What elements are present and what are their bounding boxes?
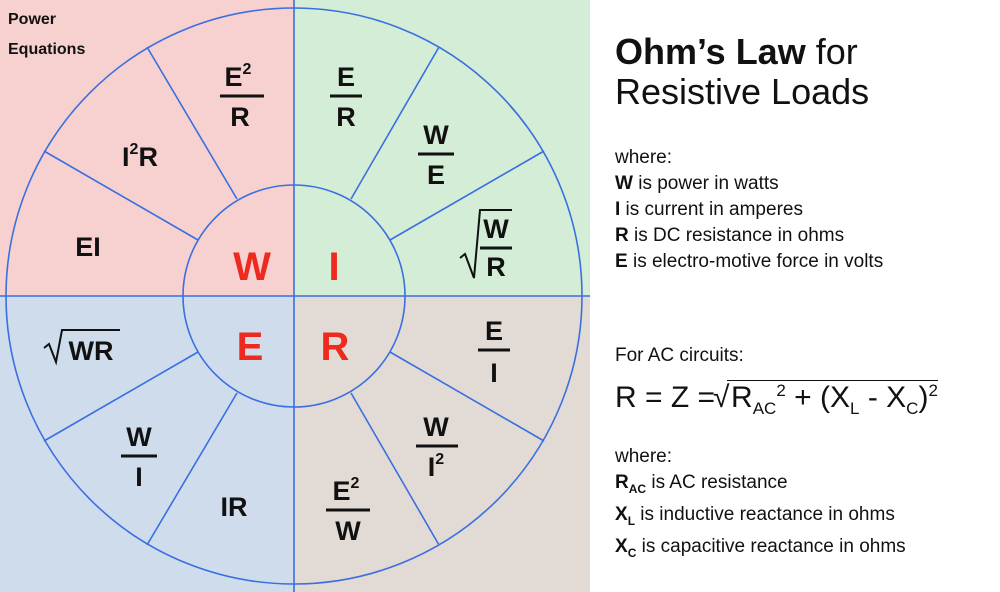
svg-text:I: I xyxy=(135,462,143,492)
svg-text:W: W xyxy=(423,120,449,150)
formula-e-over-i: E I xyxy=(478,316,510,388)
title-line2: Resistive Loads xyxy=(615,71,870,112)
title-bold: Ohm’s Law xyxy=(615,31,806,72)
title-rest: for xyxy=(805,31,858,72)
where-label-2: where: xyxy=(615,446,673,467)
page-title: Ohm’s Law for Resistive Loads xyxy=(615,32,869,112)
where-label: where: xyxy=(615,147,673,168)
spoke-lines xyxy=(43,46,545,546)
impedance-formula: R = Z =√RAC2 + (XL - XC)2 xyxy=(615,380,938,418)
formula-e-over-r: E R xyxy=(330,62,362,132)
formula-w-over-i-squared: W I2 xyxy=(416,412,458,482)
definition-rac: RAC is AC resistance xyxy=(615,472,788,496)
svg-text:E: E xyxy=(427,160,445,190)
svg-text:E2: E2 xyxy=(333,475,360,506)
power-quadrant xyxy=(0,0,294,296)
svg-text:W: W xyxy=(483,214,509,244)
svg-text:R: R xyxy=(486,252,506,282)
definition-xc: XC is capacitive reactance in ohms xyxy=(615,535,906,560)
power-equations-label-line1: Power xyxy=(8,11,56,28)
formula-ei: EI xyxy=(75,232,101,262)
center-letter-w: W xyxy=(233,245,271,289)
svg-text:I2: I2 xyxy=(428,451,445,482)
definition-e: E is electro-motive force in volts xyxy=(615,251,884,272)
svg-text:R: R xyxy=(230,102,250,132)
svg-text:W: W xyxy=(335,516,361,546)
formula-i-squared-r: I2R xyxy=(122,141,158,172)
svg-text:W: W xyxy=(126,422,152,452)
ac-definitions: where: RAC is AC resistance XL is induct… xyxy=(615,444,906,565)
definition-xl: XL is inductive reactance in ohms xyxy=(615,503,895,528)
definition-w: W is power in watts xyxy=(615,173,779,194)
definition-i: I is current in amperes xyxy=(615,199,803,220)
formula-ir: IR xyxy=(221,492,248,522)
center-letter-r: R xyxy=(321,325,350,369)
formula-w-over-i: W I xyxy=(121,422,157,492)
formula-sqrt-w-over-r: W R xyxy=(459,209,512,282)
svg-text:E: E xyxy=(485,316,503,346)
dc-definitions: where: W is power in watts I is current … xyxy=(615,145,883,275)
ohms-law-wheel: Power Equations W I E R E2 R I2R EI E R … xyxy=(0,0,590,592)
svg-text:R: R xyxy=(336,102,356,132)
svg-text:E: E xyxy=(337,62,355,92)
svg-text:I2R: I2R xyxy=(122,141,158,172)
center-letter-i: I xyxy=(328,245,339,289)
svg-text:I: I xyxy=(490,358,498,388)
center-letter-e: E xyxy=(237,325,264,369)
definition-r: R is DC resistance in ohms xyxy=(615,225,845,246)
svg-text:WR: WR xyxy=(69,336,114,366)
formula-w-over-e: W E xyxy=(418,120,454,190)
inner-circle xyxy=(182,184,406,408)
ac-heading: For AC circuits: xyxy=(615,345,744,366)
formula-sqrt-wr: WR xyxy=(43,329,120,366)
formula-e-squared-over-r: E2 R xyxy=(220,61,264,132)
svg-text:E2: E2 xyxy=(225,61,252,92)
formula-e-squared-over-w: E2 W xyxy=(326,475,370,546)
power-equations-label-line2: Equations xyxy=(8,41,85,58)
svg-text:W: W xyxy=(423,412,449,442)
